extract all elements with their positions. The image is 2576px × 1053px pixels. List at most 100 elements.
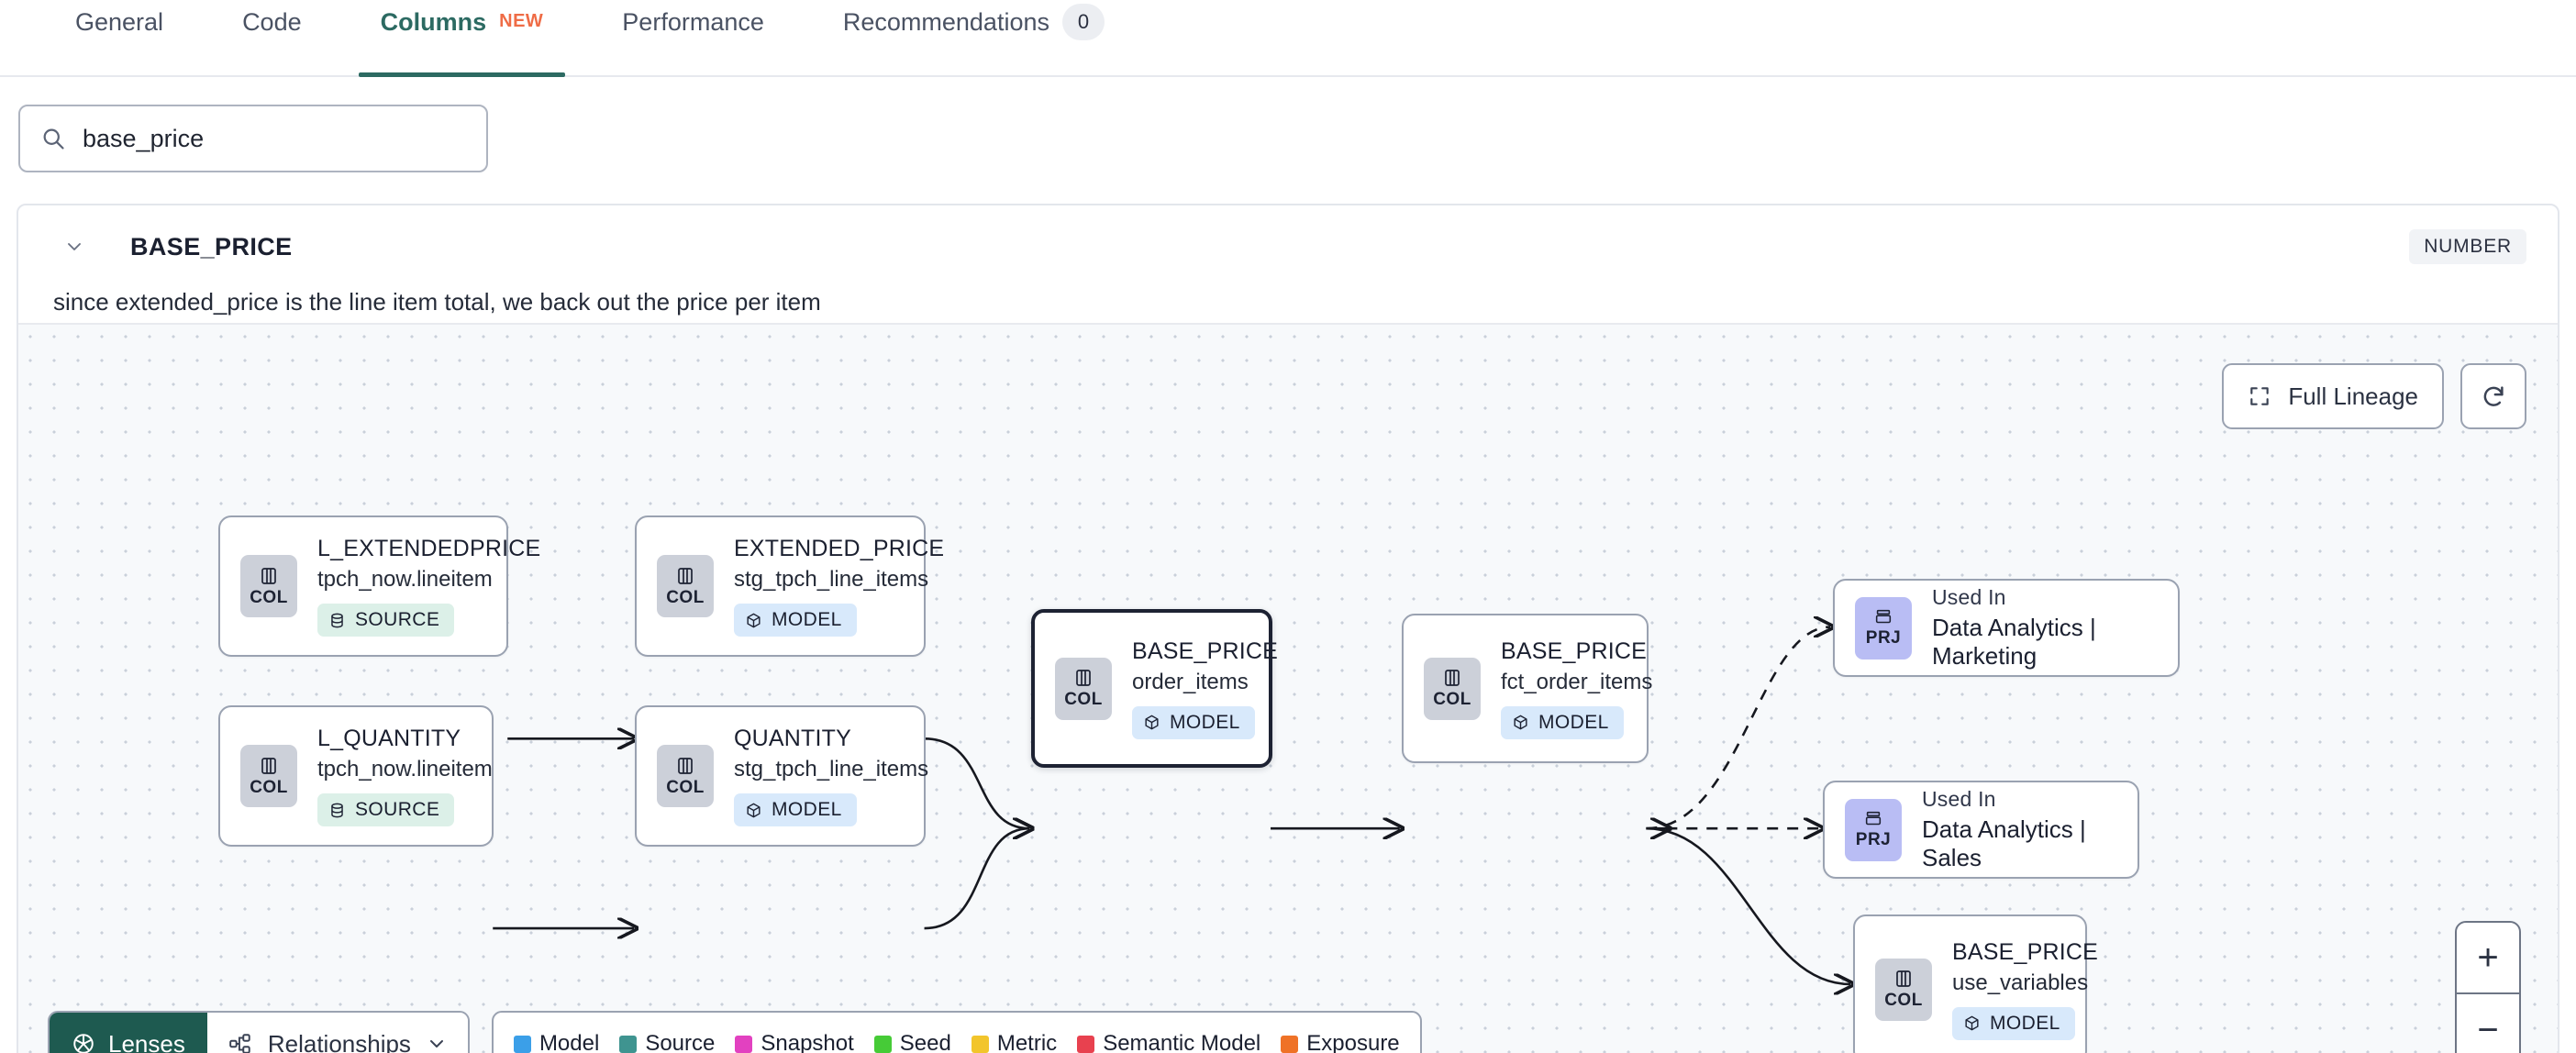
type-glyph-label: COL xyxy=(666,777,705,797)
zoom-out-button[interactable]: − xyxy=(2477,1010,2499,1050)
search-input[interactable] xyxy=(83,124,466,153)
search-box[interactable] xyxy=(18,105,488,172)
node-title: Used In xyxy=(1922,787,1996,811)
node-pill-label: SOURCE xyxy=(355,799,440,820)
tab-general[interactable]: General xyxy=(53,0,185,75)
project-type-icon: PRJ xyxy=(1855,596,1912,660)
tab-label: Recommendations xyxy=(842,7,1049,36)
lineage-node-selected[interactable]: COL BASE_PRICE order_items MODEL xyxy=(1031,609,1278,768)
lineage-node[interactable]: COL BASE_PRICE use_variables MODEL xyxy=(1853,914,2098,1053)
tab-recommendations[interactable]: Recommendations 0 xyxy=(821,0,1127,75)
node-pill-label: MODEL xyxy=(1538,711,1609,733)
node-pill: MODEL xyxy=(1132,705,1255,739)
column-detail-card: BASE_PRICE NUMBER since extended_price i… xyxy=(17,204,2559,1053)
lineage-bottom-controls: Lenses Relationships Model Source Snapsh… xyxy=(48,1011,1422,1053)
column-type-icon: COL xyxy=(657,555,714,617)
node-title: BASE_PRICE xyxy=(1952,938,2099,965)
zoom-controls: + − xyxy=(2455,921,2521,1053)
legend-label: Semantic Model xyxy=(1103,1031,1261,1053)
legend-label: Model xyxy=(539,1031,600,1053)
type-glyph-label: COL xyxy=(250,777,288,797)
lineage-node[interactable]: COL BASE_PRICE fct_order_items MODEL xyxy=(1402,614,1652,763)
chevron-down-icon xyxy=(426,1033,448,1053)
search-area xyxy=(0,77,2576,172)
tab-label: Code xyxy=(242,7,302,36)
lineage-edges xyxy=(493,325,2558,1053)
legend-item-seed: Seed xyxy=(873,1031,951,1053)
tab-label: Performance xyxy=(622,7,764,36)
lineage-node[interactable]: COL EXTENDED_PRICE stg_tpch_line_items M… xyxy=(635,515,944,657)
cube-icon xyxy=(1143,714,1160,731)
cube-icon xyxy=(745,612,762,629)
full-lineage-label: Full Lineage xyxy=(2288,382,2418,410)
tab-columns[interactable]: Columns NEW xyxy=(358,0,566,77)
type-glyph-label: PRJ xyxy=(1865,628,1902,648)
type-glyph-label: PRJ xyxy=(1855,830,1892,849)
cube-icon xyxy=(1512,714,1529,731)
legend-item-exposure: Exposure xyxy=(1281,1031,1400,1053)
legend-swatch xyxy=(1077,1035,1095,1053)
node-subtitle: stg_tpch_line_items xyxy=(734,757,929,781)
node-subtitle: Data Analytics | Marketing xyxy=(1932,614,2096,670)
relationships-dropdown[interactable]: Relationships xyxy=(206,1013,468,1053)
node-subtitle: order_items xyxy=(1132,669,1249,694)
legend-swatch xyxy=(619,1035,638,1053)
cube-icon xyxy=(1963,1014,1981,1032)
lineage-node[interactable]: COL QUANTITY stg_tpch_line_items MODEL xyxy=(635,705,929,847)
aperture-icon xyxy=(72,1032,95,1053)
lineage-top-controls: Full Lineage xyxy=(2222,363,2526,429)
legend-item-metric: Metric xyxy=(971,1031,1058,1053)
zoom-in-button[interactable]: + xyxy=(2457,923,2519,994)
node-pill: MODEL xyxy=(734,793,857,826)
legend-swatch xyxy=(735,1035,753,1053)
node-pill-label: MODEL xyxy=(772,799,842,820)
legend-item-source: Source xyxy=(619,1031,715,1053)
node-title: QUANTITY xyxy=(734,726,851,751)
legend-swatch xyxy=(513,1035,531,1053)
node-pill: SOURCE xyxy=(317,793,455,826)
legend-item-snapshot: Snapshot xyxy=(735,1031,854,1053)
node-subtitle: Data Analytics | Sales xyxy=(1922,815,2086,871)
node-subtitle: stg_tpch_line_items xyxy=(734,567,929,592)
node-pill: MODEL xyxy=(1501,705,1624,739)
column-type-badge: NUMBER xyxy=(2409,229,2526,264)
node-pill-label: SOURCE xyxy=(355,609,440,630)
column-type-icon: COL xyxy=(1424,657,1481,720)
tab-label: Columns xyxy=(380,7,487,36)
search-icon xyxy=(40,126,66,151)
type-glyph-label: COL xyxy=(1064,690,1103,709)
lineage-node[interactable]: COL L_EXTENDEDPRICE tpch_now.lineitem SO… xyxy=(218,515,540,657)
column-type-icon: COL xyxy=(240,555,297,617)
lineage-node-project[interactable]: PRJ Used In Data Analytics | Marketing xyxy=(1833,579,2180,677)
lineage-canvas[interactable]: COL L_EXTENDEDPRICE tpch_now.lineitem SO… xyxy=(18,323,2558,1053)
column-type-icon: COL xyxy=(1875,958,1932,1021)
type-glyph-label: COL xyxy=(666,587,705,607)
lineage-node-project[interactable]: PRJ Used In Data Analytics | Sales xyxy=(1823,781,2139,879)
page-title: BASE_PRICE xyxy=(130,232,293,260)
refresh-button[interactable] xyxy=(2460,363,2526,429)
legend-item-semantic-model: Semantic Model xyxy=(1077,1031,1260,1053)
cube-icon xyxy=(745,802,762,819)
node-pill: MODEL xyxy=(734,604,857,637)
tab-code[interactable]: Code xyxy=(220,0,324,75)
node-title: L_EXTENDEDPRICE xyxy=(317,536,541,561)
lenses-button[interactable]: Lenses xyxy=(50,1013,207,1053)
tab-bar: General Code Columns NEW Performance Rec… xyxy=(0,0,2576,77)
tab-label: General xyxy=(75,7,164,36)
lineage-node[interactable]: COL L_QUANTITY tpch_now.lineitem SOURCE xyxy=(218,705,494,847)
full-lineage-button[interactable]: Full Lineage xyxy=(2222,363,2444,429)
node-title: BASE_PRICE xyxy=(1132,637,1279,664)
node-subtitle: tpch_now.lineitem xyxy=(317,567,493,592)
node-pill-label: MODEL xyxy=(1990,1012,2060,1034)
column-header: BASE_PRICE NUMBER xyxy=(18,205,2558,264)
legend-swatch xyxy=(1281,1035,1299,1053)
node-pill-label: MODEL xyxy=(1170,711,1240,733)
chevron-down-icon[interactable] xyxy=(62,235,86,259)
lenses-label: Lenses xyxy=(108,1029,185,1053)
column-type-icon: COL xyxy=(1055,657,1112,720)
legend-label: Seed xyxy=(899,1031,951,1053)
legend-label: Metric xyxy=(996,1031,1058,1053)
legend-item-model: Model xyxy=(513,1031,600,1053)
refresh-icon xyxy=(2480,382,2507,410)
tab-performance[interactable]: Performance xyxy=(600,0,786,75)
